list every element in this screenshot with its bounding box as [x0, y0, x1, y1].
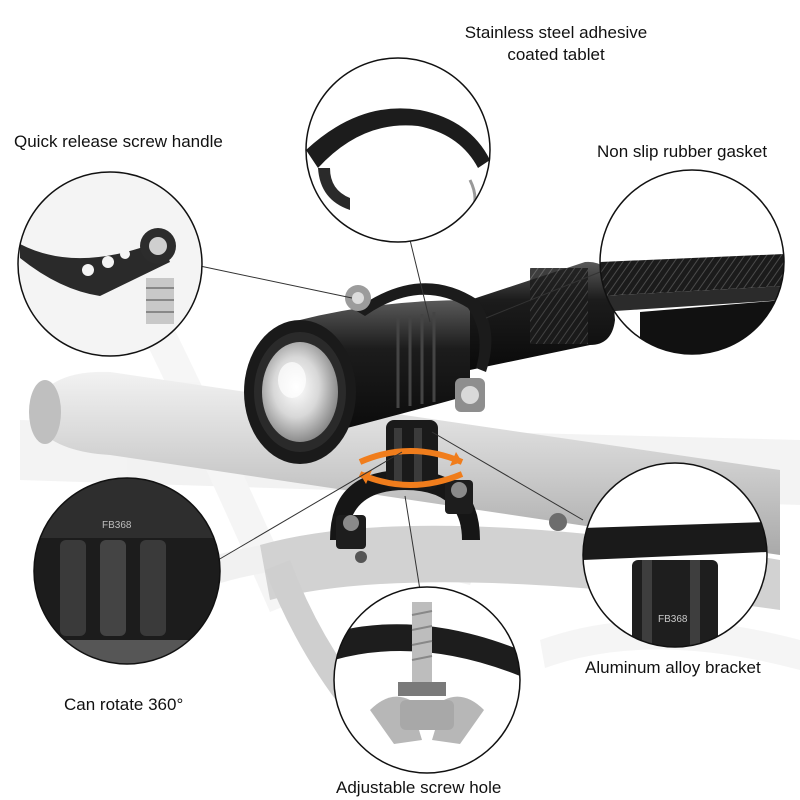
- zoom-stainless-band: [305, 57, 491, 243]
- label-screw-hole: Adjustable screw hole: [336, 778, 502, 797]
- mounting-band: [345, 283, 492, 412]
- zoom-quick-release: [17, 171, 203, 357]
- handlebar-clamp: [330, 470, 567, 563]
- zoom-rotate: FB368: [33, 477, 221, 665]
- rotate-part-engraving: FB368: [102, 520, 132, 531]
- cooling-fins: [396, 312, 436, 408]
- zoom-rubber-gasket: [599, 169, 785, 355]
- zoom-aluminum-bracket: FB368: [582, 462, 768, 648]
- label-quick-release: Quick release screw handle: [14, 132, 223, 151]
- label-stainless-steel: Stainless steel adhesive coated tablet: [464, 23, 648, 64]
- rotation-arrow-top: [358, 448, 464, 465]
- leader-lines: [199, 239, 601, 591]
- rotation-arrow-bottom: [358, 471, 464, 488]
- zoom-screw-hole: [333, 586, 521, 774]
- label-rubber-gasket: Non slip rubber gasket: [597, 142, 768, 161]
- rotating-base: [358, 420, 464, 490]
- label-aluminum-bracket: Aluminum alloy bracket: [585, 658, 761, 677]
- label-rotate-360: Can rotate 360°: [64, 695, 184, 714]
- bracket-part-engraving: FB368: [658, 614, 688, 625]
